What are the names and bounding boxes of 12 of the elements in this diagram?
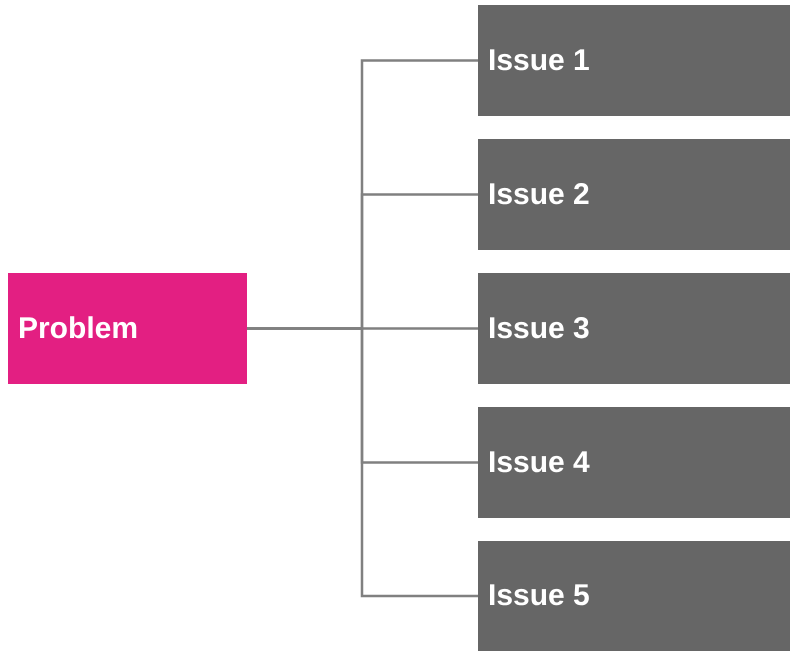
issue-box <box>478 139 790 250</box>
box-label: Issue 1 <box>488 44 590 78</box>
issue-box <box>478 541 790 651</box>
box-label: Issue 3 <box>488 312 590 346</box>
issue-box <box>478 407 790 518</box>
problem-box <box>8 273 247 384</box>
box-label: Issue 5 <box>488 579 590 613</box>
box-label: Issue 4 <box>488 446 590 480</box>
box-label: Problem <box>18 312 138 346</box>
box-label: Issue 2 <box>488 178 590 212</box>
issue-box <box>478 273 790 384</box>
issue-box <box>478 5 790 116</box>
